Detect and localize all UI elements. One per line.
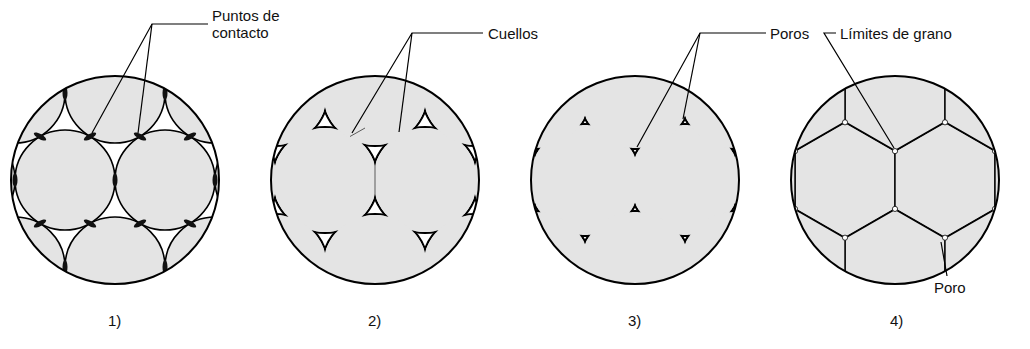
callout-number: 4) bbox=[890, 312, 903, 329]
callout-number: 2) bbox=[368, 312, 381, 329]
stage-4 bbox=[695, 35, 1030, 324]
callout-number: 1) bbox=[108, 312, 121, 329]
callout-number: 3) bbox=[628, 312, 641, 329]
part-label: Puntos de contacto bbox=[212, 7, 307, 41]
part-label: Poros bbox=[770, 25, 809, 42]
part-label: Límites de grano bbox=[840, 25, 952, 42]
stage-1 bbox=[0, 43, 315, 317]
part-label: Poro bbox=[934, 279, 966, 296]
part-label: Cuellos bbox=[488, 25, 538, 42]
leader-lines bbox=[92, 24, 947, 276]
stage-3 bbox=[429, 37, 841, 323]
stage-2 bbox=[172, 40, 578, 320]
